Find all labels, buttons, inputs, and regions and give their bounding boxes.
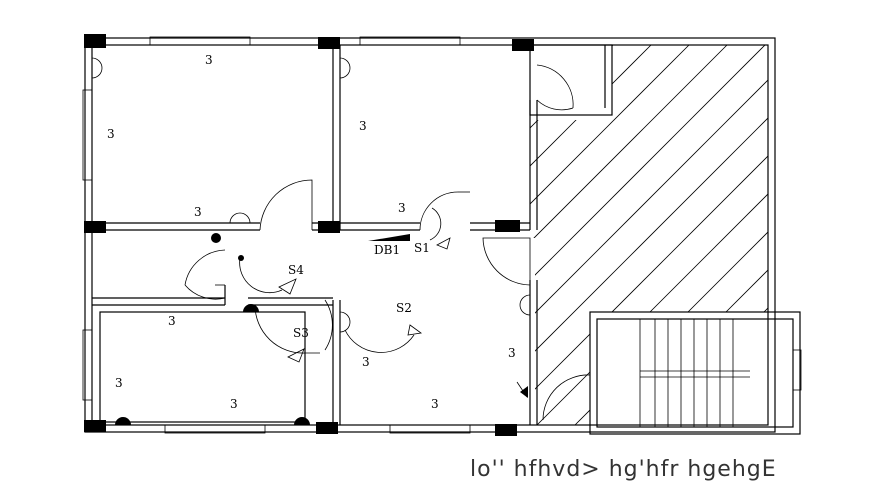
room2-left-label: 3 <box>359 119 367 133</box>
s4-label: S4 <box>288 263 304 277</box>
s3-label: S3 <box>293 326 309 340</box>
distribution-board <box>368 234 410 241</box>
hatch-line <box>530 45 768 425</box>
room3-left-label: 3 <box>115 376 123 390</box>
db1-label: DB1 <box>374 243 400 257</box>
hatch-line <box>530 45 753 425</box>
hatch-line <box>530 45 768 425</box>
structural-columns <box>84 34 534 436</box>
s1-label: S1 <box>414 241 430 255</box>
room1-bottom-label: 3 <box>194 205 202 219</box>
doors <box>184 64 591 421</box>
room1-top-label: 3 <box>205 53 213 67</box>
s2-label: S2 <box>396 301 412 315</box>
windows <box>82 36 802 434</box>
fittings <box>91 57 531 425</box>
room3-bottom-label: 3 <box>230 397 238 411</box>
hatch-line <box>826 20 889 440</box>
hatch-line <box>530 45 768 425</box>
hatch-line <box>530 45 768 425</box>
hatch-line <box>749 45 768 425</box>
drawing-caption: lo'' hfhvd> hg'hfr hgehgE <box>470 457 777 482</box>
hatch-line <box>530 45 715 425</box>
room4-bottom-label: 3 <box>431 397 439 411</box>
room3-top-label: 3 <box>168 314 176 328</box>
switch-symbols <box>239 207 528 398</box>
room4-right-label: 3 <box>508 346 516 360</box>
room4-left-label: 3 <box>362 355 370 369</box>
hatch-line <box>864 20 889 440</box>
outer-walls <box>84 37 776 433</box>
hatch-line <box>788 20 889 440</box>
room1-left-label: 3 <box>107 127 115 141</box>
room2-bottom-label: 3 <box>398 201 406 215</box>
staircase <box>639 319 750 427</box>
